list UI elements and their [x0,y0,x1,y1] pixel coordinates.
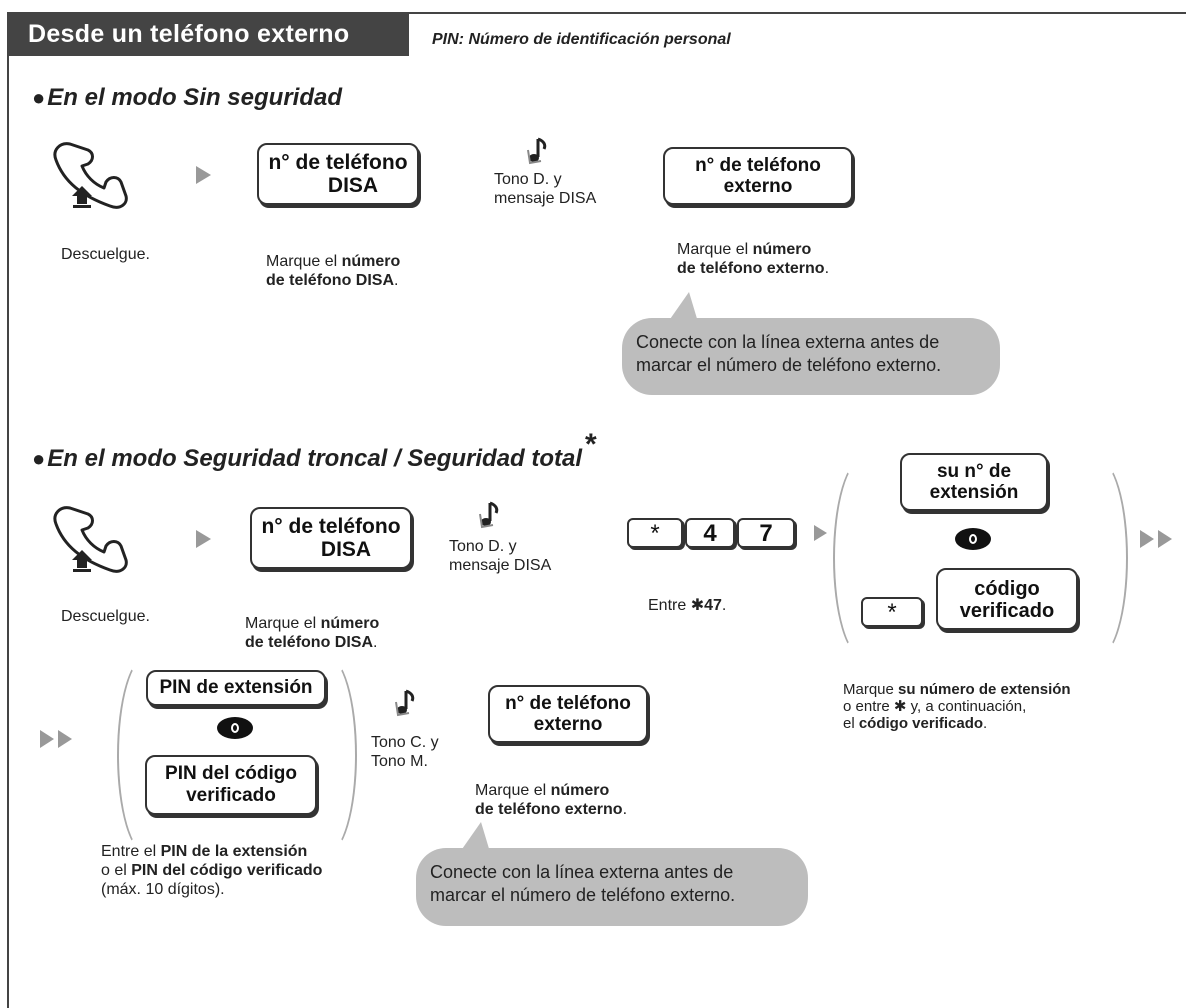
group-bracket-left [833,458,893,658]
offhook-label: Descuelgue. [61,246,150,263]
section-title-trunk-security: ●En el modo Seguridad troncal / Segurida… [32,428,597,472]
extension-pin-key: PIN de extensión [146,670,326,706]
page-frame [7,12,1186,1008]
enter-code-label: Entre ✱47. [648,597,727,614]
dial-external-label: Marque el número de teléfono externo. [677,241,830,277]
digit-4-key: 4 [685,518,735,548]
continue-arrow [40,730,54,748]
continue-arrow [1158,530,1172,548]
tone-icon [395,689,415,717]
handset-offhook-icon [53,142,128,209]
extension-instructions-label: Marque su número de extensión o entre ✱ … [843,681,1071,732]
digit-7-key: 7 [737,518,795,548]
dial-disa-label: Marque el número de teléfono DISA. [266,253,401,289]
pin-note: PIN: Número de identificación personal [432,31,731,48]
section-title-no-security: ●En el modo Sin seguridad [32,84,342,111]
handset-offhook-icon [53,506,128,573]
star-key: * [861,597,923,627]
dial-external-label: Marque el número de teléfono externo. [475,782,628,818]
pin-instructions-label: Entre el PIN de la extensión o el PIN de… [101,843,323,898]
step-arrow [814,525,827,541]
tone-icon [527,137,547,165]
group-bracket-left [117,655,177,855]
offhook-label: Descuelgue. [61,608,150,625]
star-key: * [627,518,683,548]
continue-arrow [58,730,72,748]
group-bracket-right [297,655,357,855]
tone-icon [479,501,499,529]
or-icon [955,528,991,550]
or-icon [217,717,253,739]
step-arrow [196,166,211,184]
group-bracket-right [1068,458,1128,658]
dial-disa-label: Marque el número de teléfono DISA. [245,615,380,651]
continue-arrow [1140,530,1154,548]
step-arrow [196,530,211,548]
page-title: Desde un teléfono externo [8,13,409,56]
